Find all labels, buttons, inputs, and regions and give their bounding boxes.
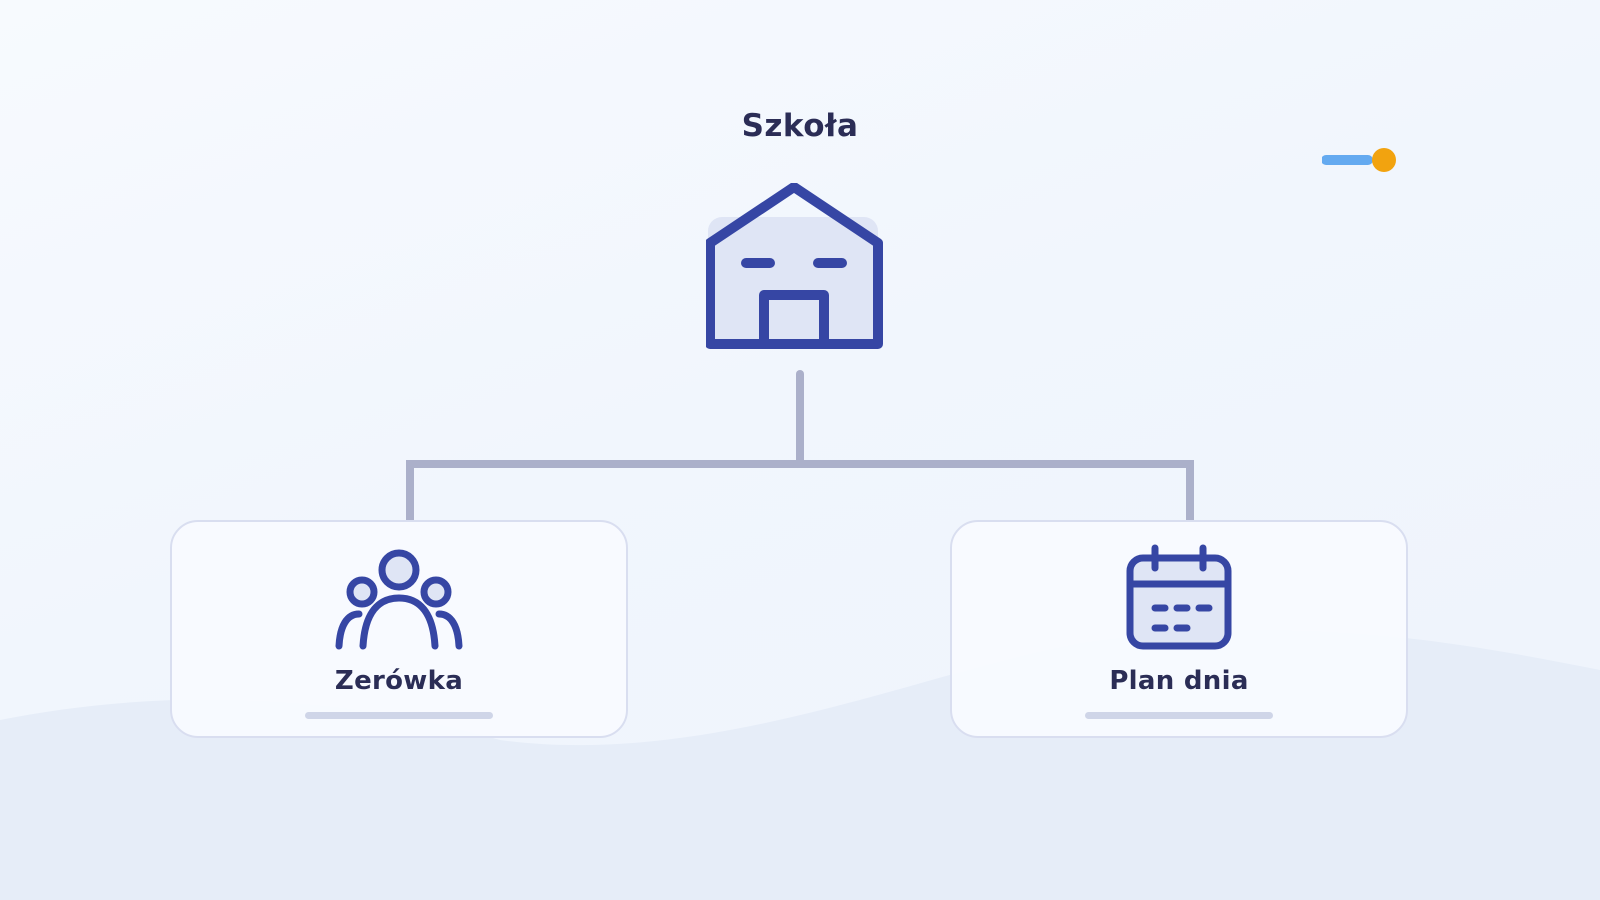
child-node-plan-dnia: Plan dnia (950, 520, 1408, 738)
node-underline-bar (305, 712, 493, 719)
node-underline-bar (1085, 712, 1273, 719)
connector-branch (406, 460, 1194, 522)
child-node-label: Plan dnia (1109, 666, 1249, 696)
child-node-zerowka: Zerówka (170, 520, 628, 738)
accent-dot-decoration (1322, 148, 1396, 172)
root-node-title: Szkoła (741, 108, 859, 144)
group-people-icon (335, 549, 463, 650)
school-building-icon (706, 183, 883, 349)
child-node-label: Zerówka (334, 666, 464, 696)
calendar-icon (1126, 544, 1232, 650)
